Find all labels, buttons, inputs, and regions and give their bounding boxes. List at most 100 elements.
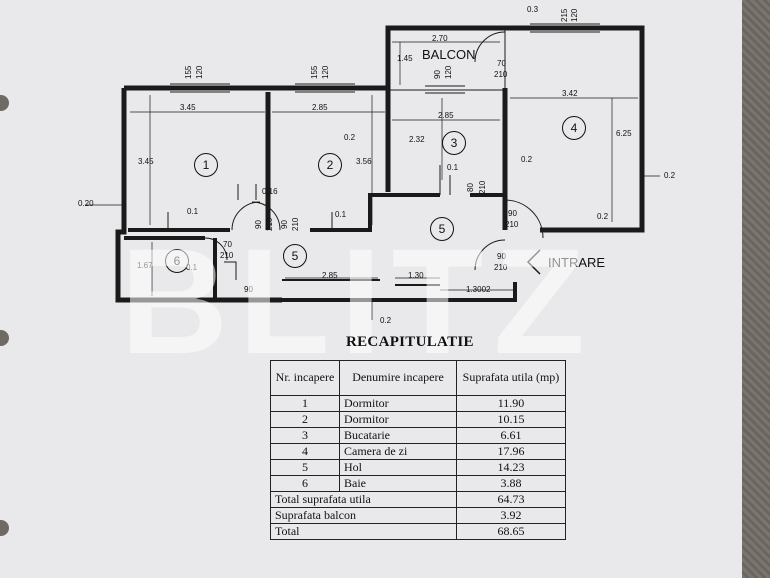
dim-label: 80 [466, 183, 475, 192]
cell-nr: 3 [270, 427, 340, 444]
dim-label: 90 [280, 220, 289, 229]
cell-name: Baie [339, 475, 457, 492]
dim-label: 120 [321, 65, 330, 79]
table-row: 3 Bucatarie 6.61 [270, 427, 566, 444]
cell-name: Camera de zi [339, 443, 457, 460]
dim-label: 70 [497, 59, 506, 68]
dim-label: 210 [291, 217, 300, 231]
header-nr: Nr. incapere [270, 360, 340, 396]
cell-nr: 5 [270, 459, 340, 476]
binder-hole [0, 95, 9, 111]
dim-label: 1.45 [397, 54, 413, 63]
room-number-6: 6 [165, 249, 189, 273]
recap-table: Nr. incapere Denumire incapere Suprafata… [270, 360, 566, 540]
dim-label: 210 [265, 217, 274, 231]
balcony-area-label: Suprafata balcon [270, 507, 457, 524]
dim-label: 90 [433, 70, 442, 79]
dim-label: 6.25 [616, 129, 632, 138]
dim-label: 155 [310, 65, 319, 79]
room-number-3: 3 [442, 131, 466, 155]
room-number-5-corridor: 5 [283, 244, 307, 268]
dim-label: 90 [497, 252, 506, 261]
header-denumire: Denumire incapere [339, 360, 457, 396]
dim-label: 3.45 [180, 103, 196, 112]
cell-nr: 4 [270, 443, 340, 460]
dim-label: 0.3 [527, 5, 539, 14]
dim-label: 0.2 [521, 155, 533, 164]
background-carpet [742, 0, 770, 578]
cell-name: Bucatarie [339, 427, 457, 444]
total-value: 64.73 [456, 491, 566, 508]
cell-area: 17.96 [456, 443, 566, 460]
table-total-row: Suprafata balcon 3.92 [270, 507, 566, 524]
grand-total-value: 68.65 [456, 523, 566, 540]
dim-label: 210 [494, 263, 508, 272]
dim-label: 210 [494, 70, 508, 79]
table-row: 1 Dormitor 11.90 [270, 395, 566, 412]
dim-label: 0.16 [262, 187, 278, 196]
dim-label: 0.1 [447, 163, 459, 172]
dim-label: 90 [508, 209, 517, 218]
dim-label: 3.45 [138, 157, 154, 166]
dim-label: 210 [220, 251, 234, 260]
dim-label: 90 [254, 220, 263, 229]
dim-label: 0.1 [335, 210, 347, 219]
dim-label: 0.2 [597, 212, 609, 221]
dim-label: 0.2 [664, 171, 676, 180]
dim-label: 3.42 [562, 89, 578, 98]
binder-hole [0, 520, 9, 536]
dim-label: 0.1 [187, 207, 199, 216]
dim-label: 210 [505, 220, 519, 229]
header-suprafata: Suprafata utila (mp) [456, 360, 566, 396]
dim-label: 0.20 [78, 199, 94, 208]
dim-label: 70 [223, 240, 232, 249]
dim-label: 155 [184, 65, 193, 79]
dim-label: 2.32 [409, 135, 425, 144]
cell-area: 14.23 [456, 459, 566, 476]
room-number-2: 2 [318, 153, 342, 177]
cell-area: 3.88 [456, 475, 566, 492]
dim-label: 2.85 [438, 111, 454, 120]
table-row: 6 Baie 3.88 [270, 475, 566, 492]
dim-label: 3.56 [356, 157, 372, 166]
binder-hole [0, 330, 9, 346]
dim-label: 0.2 [344, 133, 356, 142]
dim-label: 2.70 [432, 34, 448, 43]
dim-label: 2.85 [322, 271, 338, 280]
cell-area: 10.15 [456, 411, 566, 428]
dim-label: 1.67 [137, 261, 153, 270]
dim-label: 90 [244, 285, 253, 294]
table-total-row: Total suprafata utila 64.73 [270, 491, 566, 508]
room-number-1: 1 [194, 153, 218, 177]
dim-label: 0.2 [380, 316, 392, 325]
room-number-5-hall: 5 [430, 217, 454, 241]
table-row: 4 Camera de zi 17.96 [270, 443, 566, 460]
entrance-label: INTRARE [548, 255, 606, 270]
table-row: 2 Dormitor 10.15 [270, 411, 566, 428]
dim-label: 1.3002 [466, 285, 491, 294]
table-row: 5 Hol 14.23 [270, 459, 566, 476]
dim-label: 210 [478, 180, 487, 194]
cell-area: 6.61 [456, 427, 566, 444]
dim-label: 120 [195, 65, 204, 79]
cell-nr: 2 [270, 411, 340, 428]
cell-name: Dormitor [339, 395, 457, 412]
cell-name: Hol [339, 459, 457, 476]
table-header-row: Nr. incapere Denumire incapere Suprafata… [270, 360, 566, 396]
floor-plan-drawing [85, 23, 660, 320]
dim-label: 0.1 [186, 263, 198, 272]
room-number-4: 4 [562, 116, 586, 140]
dim-label: 120 [444, 65, 453, 79]
recap-title: RECAPITULATIE [346, 334, 474, 350]
balcony-area-value: 3.92 [456, 507, 566, 524]
dim-label: 215 [560, 8, 569, 22]
table-total-row: Total 68.65 [270, 523, 566, 540]
dim-label: 2.85 [312, 103, 328, 112]
dim-label: 120 [570, 8, 579, 22]
dim-label: 1.30 [408, 271, 424, 280]
total-label: Total suprafata utila [270, 491, 457, 508]
cell-nr: 1 [270, 395, 340, 412]
cell-area: 11.90 [456, 395, 566, 412]
cell-nr: 6 [270, 475, 340, 492]
balcony-label: BALCON [422, 47, 476, 62]
